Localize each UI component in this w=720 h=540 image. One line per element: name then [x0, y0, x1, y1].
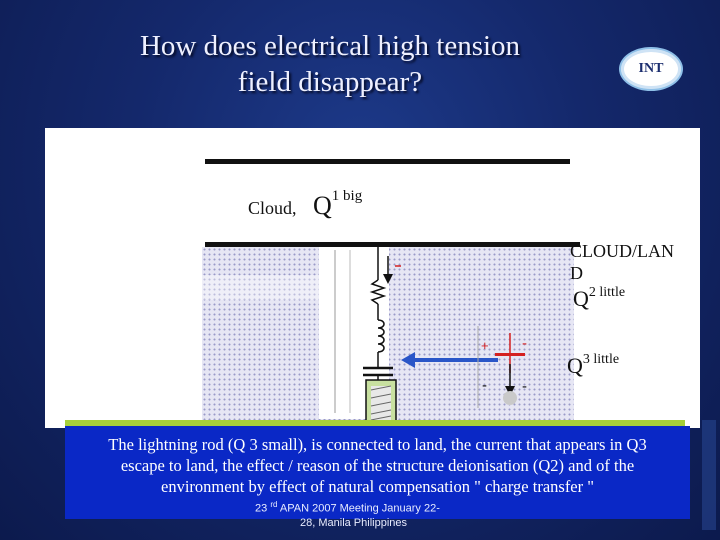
slide-title: How does electrical high tension field d…: [50, 28, 610, 100]
slide-footer: 23 rd APAN 2007 Meeting January 22- 28, …: [255, 498, 515, 530]
q3-sup: 3 little: [582, 351, 620, 367]
cloud-top-line: [205, 159, 570, 164]
left-stripe-block: [202, 250, 322, 325]
caption-line1: The lightning rod (Q 3 small), is connec…: [108, 435, 647, 454]
diagram-panel: Cloud, Q1 big + - - -: [45, 128, 700, 428]
caption-box: The lightning rod (Q 3 small), is connec…: [65, 426, 690, 519]
lightning-rod-hatch: [370, 385, 392, 421]
corner-decoration: [702, 420, 716, 530]
cloud-land-line1: CLOUD/LAN: [570, 241, 674, 261]
charge-minus-bottom: -: [522, 378, 527, 395]
int-logo: INT: [619, 47, 683, 91]
charge-minus-left: -: [482, 377, 487, 394]
corner-deco-rect: [702, 420, 716, 530]
meeting-text: APAN 2007 Meeting January 22-: [279, 502, 440, 515]
q1-label: Q1 big: [313, 188, 363, 221]
cloud-land-label: CLOUD/LAN D: [570, 240, 674, 284]
q2-main: Q: [573, 286, 589, 311]
logo-text: INT: [638, 61, 664, 76]
q3-main: Q: [567, 353, 583, 378]
slide-title-line2: field disappear?: [237, 66, 423, 98]
slide-title-line1: How does electrical high tension: [139, 30, 521, 62]
caption-line3: environment by effect of natural compens…: [161, 477, 594, 496]
blue-arrow-head: [401, 352, 415, 368]
current-arrow-head: [383, 274, 393, 284]
meeting-text-2: 28, Manila Philippines: [300, 516, 408, 529]
page-number: 23: [255, 502, 268, 515]
ground-strip: [65, 420, 685, 426]
circuit-diagram: + - - -: [319, 247, 527, 423]
cloud-label: Cloud,: [248, 198, 297, 218]
caption-text: The lightning rod (Q 3 small), is connec…: [65, 434, 690, 497]
charge-minus-right: -: [522, 335, 527, 352]
q2-sup: 2 little: [588, 284, 626, 300]
q2-label: Q2 little: [573, 284, 626, 312]
q1-main: Q: [313, 191, 332, 220]
q1-sup: 1 big: [331, 188, 363, 205]
inductor-symbol: [377, 319, 385, 353]
page-ordinal: rd: [270, 500, 278, 509]
caption-line2: escape to land, the effect / reason of t…: [120, 456, 635, 475]
charge-bulb: [503, 391, 517, 405]
cloud-land-line2: D: [570, 263, 583, 283]
land-line: [205, 242, 580, 247]
resistor-symbol: [369, 279, 387, 305]
q3-label: Q3 little: [567, 351, 620, 379]
charge-plus-left: +: [481, 338, 489, 353]
